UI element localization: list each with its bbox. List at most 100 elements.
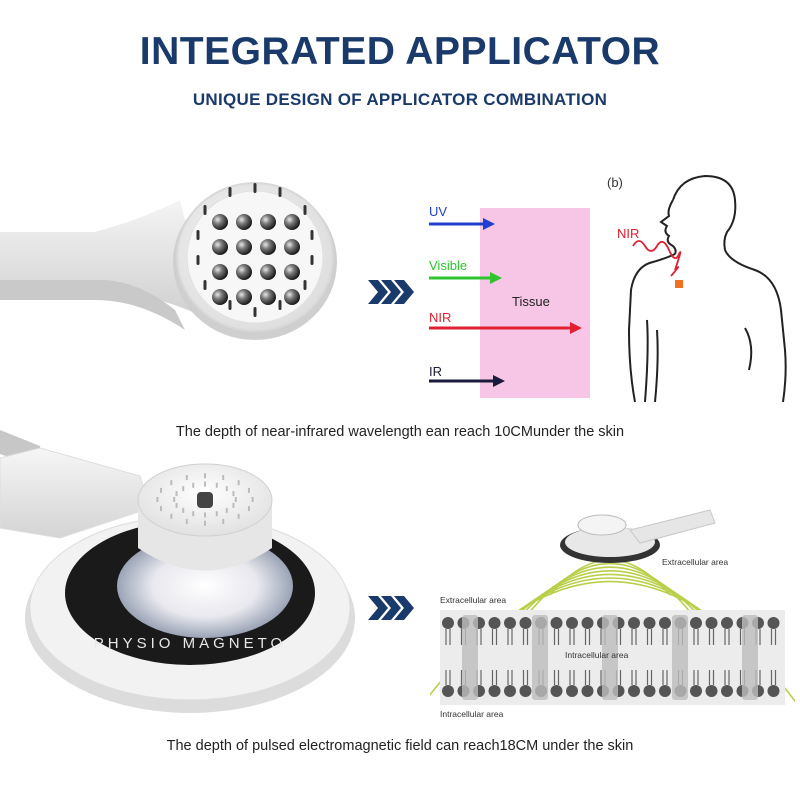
vent-slot — [303, 205, 307, 215]
lipid-head — [690, 617, 702, 629]
lipid-head — [721, 685, 733, 697]
led-bulb — [212, 239, 228, 255]
field-line — [505, 566, 715, 634]
lipid-head — [519, 685, 532, 697]
cap-vent — [215, 482, 218, 488]
membrane-channel — [672, 615, 688, 700]
led-bulb — [260, 214, 276, 230]
cap-vent — [247, 487, 250, 493]
label-nir: NIR — [429, 310, 451, 325]
panel-label: (b) — [607, 175, 623, 190]
cap-vent — [204, 473, 206, 479]
cap-vent — [185, 518, 188, 524]
label-extracellular-top: Extracellular area — [662, 557, 728, 567]
cap-vent — [160, 506, 163, 512]
lipid-head — [488, 617, 501, 629]
led-bulb — [212, 289, 228, 305]
target-marker — [675, 280, 683, 288]
lipid-head — [690, 685, 702, 697]
led-bulb — [260, 289, 276, 305]
vent-slot — [228, 187, 232, 197]
led-bulb — [236, 214, 252, 230]
lipid-head — [767, 617, 780, 629]
tissue-region — [480, 208, 590, 398]
vent-slot — [303, 280, 307, 290]
device-ring-text: PHYSIO MAGNETO — [94, 635, 286, 652]
tissue-label: Tissue — [512, 294, 550, 309]
label-ir: IR — [429, 364, 442, 379]
lipid-head — [705, 617, 718, 629]
label-uv: UV — [429, 204, 447, 219]
cap-vent — [173, 497, 176, 502]
lipid-head — [566, 617, 578, 629]
led-bulb — [236, 239, 252, 255]
vent-slot — [228, 300, 232, 310]
cap-vent — [251, 497, 254, 502]
lipid-head — [581, 617, 594, 629]
cap-vent — [204, 520, 206, 526]
cap-vent — [192, 482, 195, 488]
membrane-channel — [602, 615, 618, 700]
lipid-head — [442, 617, 454, 629]
cap-vent — [182, 507, 185, 513]
led-applicator-image — [0, 182, 337, 340]
cap-vent — [225, 486, 228, 492]
cap-vent — [247, 506, 250, 512]
label-intracellular-mid: Intracellular area — [565, 650, 629, 660]
led-bulb — [284, 264, 300, 280]
lipid-head — [519, 617, 532, 629]
lipid-head — [550, 685, 563, 697]
vent-slot — [253, 183, 257, 193]
label-visible: Visible — [429, 258, 467, 273]
cap-vent — [170, 513, 173, 519]
lipid-head — [721, 617, 733, 629]
led-bulb — [284, 214, 300, 230]
vent-slot — [196, 230, 200, 240]
lipid-head — [659, 685, 671, 697]
led-bulb — [284, 239, 300, 255]
cap-vent — [204, 481, 206, 487]
led-bulb — [212, 214, 228, 230]
lipid-head — [550, 617, 563, 629]
cap-vent — [182, 486, 185, 492]
magneto-applicator-image: PHYSIO MAGNETO — [0, 430, 355, 713]
cap-vent — [232, 502, 235, 508]
cap-vent — [234, 497, 237, 502]
vent-slot — [310, 230, 314, 240]
lipid-head — [643, 617, 656, 629]
cap-vent — [222, 518, 225, 524]
led-bulb — [236, 289, 252, 305]
vent-slot — [278, 187, 282, 197]
cap-vent — [156, 497, 159, 502]
label-intracellular-bottom: Intracellular area — [440, 709, 504, 719]
led-bulb — [212, 264, 228, 280]
lipid-head — [488, 685, 501, 697]
led-bulb — [260, 239, 276, 255]
lipid-head — [628, 617, 640, 629]
caption-nir: The depth of near-infrared wavelength ea… — [175, 424, 625, 440]
membrane-channel — [742, 615, 758, 700]
cap-vent — [160, 487, 163, 493]
cap-vent — [222, 475, 225, 481]
lipid-head — [628, 685, 640, 697]
lipid-head — [504, 617, 516, 629]
cap-vent — [175, 491, 178, 497]
cap-vent — [204, 512, 206, 518]
nir-label: NIR — [617, 226, 639, 241]
vent-slot — [253, 307, 257, 317]
vent-slot — [203, 205, 207, 215]
cap-vent — [237, 513, 240, 519]
membrane-channel — [462, 615, 478, 700]
cap-vent — [192, 511, 195, 517]
pemf-field-diagram: Extracellular area Extracellular area In… — [430, 509, 795, 719]
lipid-head — [705, 685, 718, 697]
lipid-head — [767, 685, 780, 697]
body-outline-diagram: (b) NIR — [607, 174, 787, 403]
caption-pemf: The depth of pulsed electromagnetic fiel… — [166, 738, 634, 754]
cap-vent — [175, 502, 178, 508]
lipid-head — [566, 685, 578, 697]
cap-vent — [170, 480, 173, 486]
lipid-head — [442, 685, 454, 697]
vent-slot — [196, 255, 200, 265]
page-subtitle: UNIQUE DESIGN OF APPLICATOR COMBINATION — [192, 90, 608, 109]
